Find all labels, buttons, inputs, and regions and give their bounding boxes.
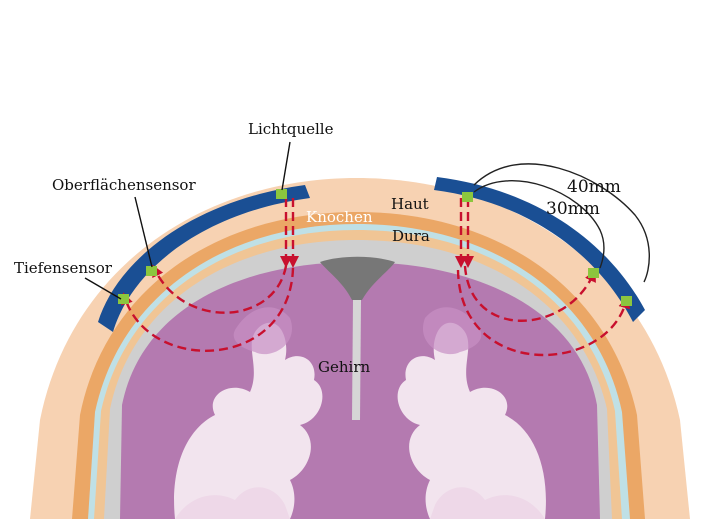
label-distance-30mm: 30mm [546, 199, 600, 219]
light-source-left [276, 189, 287, 199]
label-deep-sensor: Tiefensensor [14, 259, 113, 277]
deep-sensor-right [621, 296, 632, 306]
label-dura: Dura [392, 227, 430, 245]
light-source-right [462, 192, 473, 202]
label-bone: Knochen [306, 208, 373, 226]
surface-sensor-right [588, 268, 599, 278]
label-skin: Haut [391, 195, 429, 213]
label-light-source: Lichtquelle [248, 120, 334, 138]
surface-sensor-left [146, 266, 157, 276]
label-brain: Gehirn [318, 358, 370, 376]
label-distance-40mm: 40mm [567, 177, 621, 197]
label-surface-sensor: Oberflächensensor [52, 176, 196, 194]
